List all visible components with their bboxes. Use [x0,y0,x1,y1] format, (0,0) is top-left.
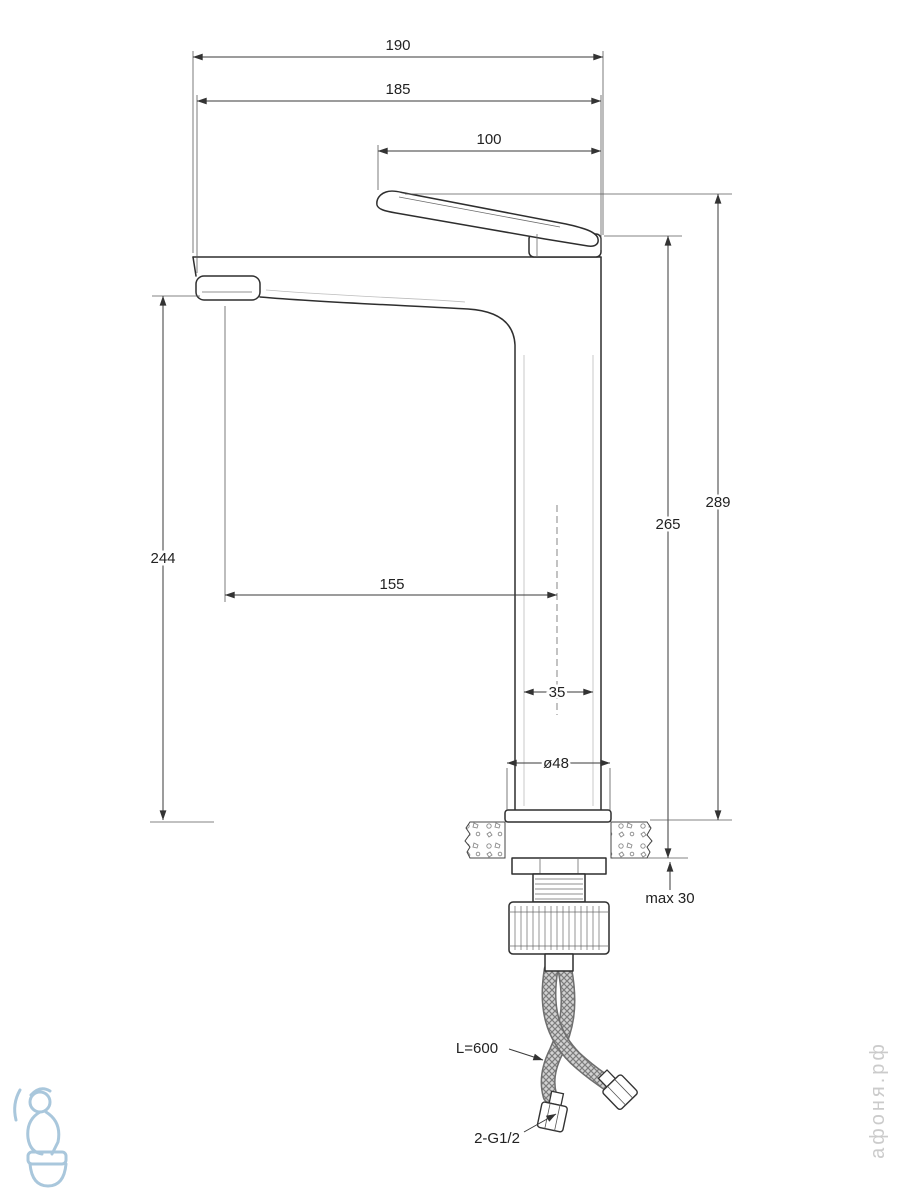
dim-label-100: 100 [476,131,501,148]
faucet-outline [192,190,653,1134]
dimension-deck-thickness: max 30 [643,861,697,910]
dim-label-190: 190 [385,37,410,54]
dimension-height-spout: 244 [148,295,214,823]
deck-left [464,821,506,859]
deck-right [610,821,653,859]
dimension-handle-length: 100 [377,129,602,190]
dimensions: 190 185 100 244 155 [148,35,733,1150]
dimension-base-diameter: ø48 [506,753,611,810]
dim-label-289: 289 [705,494,730,511]
hose-nut-left [536,1089,571,1134]
dimension-body-width: 35 [523,682,594,704]
locknut [511,857,607,875]
dim-label-265: 265 [655,516,680,533]
dim-label-35: 35 [549,684,566,701]
dimension-spout-reach: 155 [224,306,558,602]
dimension-height-overall: 289 [405,193,733,821]
base-flange [504,809,612,823]
tailpiece [544,953,574,972]
dim-label-244: 244 [150,550,175,567]
deck-and-mounting [464,809,653,972]
dim-label-connection: 2-G1/2 [474,1130,520,1147]
spout-and-column [192,256,602,811]
dimension-hose-connection: 2-G1/2 [472,1113,557,1150]
dimension-hose-length: L=600 [453,1038,544,1061]
site-watermark: афоня.рф [867,1041,889,1159]
aerator [195,275,261,301]
handle-lever [376,190,602,258]
dim-label-48: ø48 [543,755,569,772]
threaded-shank [532,873,586,903]
dimension-width-overall: 190 [192,35,604,253]
plumber-logo [13,1087,68,1188]
dim-label-155: 155 [379,576,404,593]
dim-label-185: 185 [385,81,410,98]
supply-hoses [536,962,640,1134]
dimension-height-body: 265 [604,235,688,859]
dim-label-max30: max 30 [645,890,694,907]
dim-label-hose-length: L=600 [456,1040,498,1057]
dimension-width-spout: 185 [196,79,602,273]
